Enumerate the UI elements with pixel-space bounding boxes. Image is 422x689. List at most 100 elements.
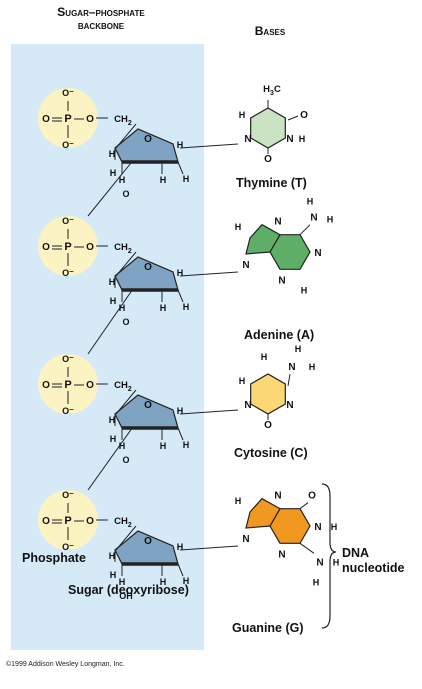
backbone-link: [87, 285, 136, 355]
bond: [177, 161, 184, 175]
phosphorus-atom: P: [64, 113, 71, 125]
nitrogen-atom: N: [278, 549, 285, 560]
ch2-group: CH2: [114, 114, 132, 127]
glycosidic-bond: [179, 545, 239, 551]
oxygen-atom: O⁻: [62, 406, 74, 416]
pyrimidine-ring: [250, 373, 286, 415]
bases-title: Bases: [254, 24, 286, 38]
ring-oxygen-atom: O: [144, 400, 152, 411]
hydrogen-atom: H: [177, 268, 184, 278]
oxygen-atom: O⁻: [62, 354, 74, 364]
nitrogen-atom: N: [314, 522, 321, 533]
hydrogen-atom: H: [110, 434, 117, 444]
nitrogen-atom: N: [288, 362, 295, 373]
sugar-ring: [114, 128, 179, 163]
hydrogen-atom: H: [160, 577, 167, 587]
hydrogen-atom: H: [109, 277, 116, 287]
hydrogen-atom: H: [110, 296, 117, 306]
bond: [177, 563, 184, 577]
phosphate-group: [38, 216, 98, 276]
bond: [115, 389, 137, 415]
nitrogen-atom: N: [274, 491, 281, 502]
hydrogen-atom: H: [183, 302, 190, 312]
hydrogen-atom: H: [239, 110, 246, 120]
nitrogen-atom: N: [286, 400, 293, 411]
cytosine-label: Cytosine (C): [234, 446, 308, 460]
oxygen-atom: O: [308, 491, 316, 502]
ring-oxygen-atom: O: [144, 134, 152, 145]
nitrogen-atom: N: [244, 134, 251, 145]
oxygen-atom: O: [122, 189, 129, 199]
hydrogen-atom: H: [177, 542, 184, 552]
bond: [177, 289, 184, 303]
nitrogen-atom: N: [278, 275, 285, 286]
hydrogen-atom: H: [119, 577, 126, 587]
hydrogen-atom: H: [309, 362, 316, 372]
hydrogen-atom: H: [109, 551, 116, 561]
oxygen-atom: O⁻: [62, 542, 74, 552]
oxygen-atom: O⁻: [62, 490, 74, 500]
oxygen-atom: O: [42, 242, 50, 253]
hydrogen-atom: H: [160, 441, 167, 451]
sugar-label: Sugar (deoxyribose): [68, 583, 189, 597]
bond: [287, 373, 291, 387]
nucleotide-label-line1: DNA: [342, 546, 370, 560]
nitrogen-atom: N: [286, 134, 293, 145]
backbone-links: [87, 157, 136, 491]
hydrogen-atom: H: [119, 303, 126, 313]
oxygen-atom: O: [122, 317, 129, 327]
nitrogen-atom: N: [310, 213, 317, 224]
thymine-label: Thymine (T): [236, 176, 307, 190]
bond: [287, 115, 299, 121]
purine-five-ring: [245, 223, 281, 255]
ring-oxygen-atom: O: [144, 536, 152, 547]
hydrogen-atom: H: [183, 440, 190, 450]
glycosidic-bond: [179, 409, 239, 415]
hydrogen-atom: H: [331, 522, 338, 532]
nitrogen-atom: N: [316, 557, 323, 568]
glycosidic-bond: [179, 271, 239, 277]
hydrogen-atom: H: [333, 557, 340, 567]
backbone-title-line1: Sugar–phosphate: [57, 5, 145, 19]
oxygen-atom: O: [42, 380, 50, 391]
phosphate-label: Phosphate: [22, 551, 86, 565]
hydrogen-atom: H: [313, 577, 320, 587]
nitrogen-atom: N: [242, 260, 249, 271]
purine-five-ring: [245, 497, 281, 529]
oxygen-atom: O⁻: [62, 268, 74, 278]
backbone-title-line2: backbone: [77, 18, 125, 32]
adenine-label: Adenine (A): [244, 328, 315, 342]
oxygen-atom: O: [86, 516, 94, 527]
bond: [299, 542, 315, 554]
nitrogen-atom: N: [242, 534, 249, 545]
sugar-ring: [114, 530, 179, 565]
oxygen-atom: O⁻: [62, 216, 74, 226]
oxygen-atom: O: [42, 114, 50, 125]
hydrogen-atom: H: [301, 285, 308, 295]
nucleotide-label: DNA nucleotide: [342, 546, 405, 576]
oxygen-atom: O⁻: [62, 88, 74, 98]
hydrogen-atom: H: [239, 376, 246, 386]
glycosidic-bond: [179, 143, 239, 149]
hydrogen-atom: H: [235, 222, 242, 232]
hydrogen-atom: H: [183, 174, 190, 184]
hydrogen-atom: H: [307, 197, 314, 207]
hydrogen-atom: H: [160, 303, 167, 313]
bond: [115, 251, 137, 277]
oxygen-atom: O: [86, 114, 94, 125]
oxygen-atom: O: [300, 110, 308, 121]
phosphorus-atom: P: [64, 241, 71, 253]
ch2-group: CH2: [114, 242, 132, 255]
sugar-ring: [114, 256, 179, 291]
ch2-group: CH2: [114, 380, 132, 393]
oxygen-atom: O: [86, 380, 94, 391]
oxygen-atom: O: [86, 242, 94, 253]
backbone-title: Sugar–phosphate backbone: [16, 6, 186, 32]
oxygen-atom: O: [264, 420, 272, 431]
hydrogen-atom: H: [183, 576, 190, 586]
nitrogen-atom: N: [244, 400, 251, 411]
